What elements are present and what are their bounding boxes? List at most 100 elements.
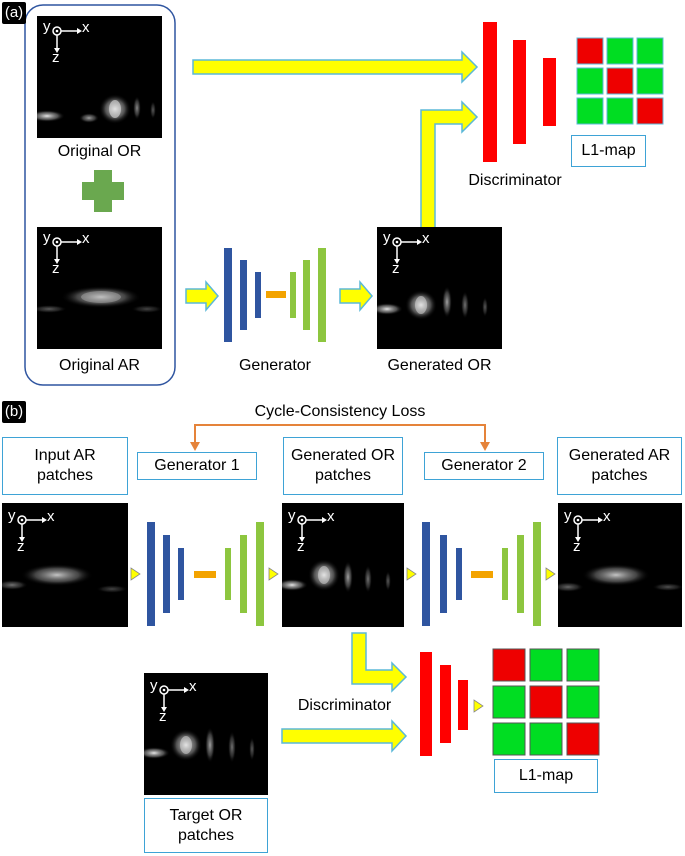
l1-map-cell-red xyxy=(492,648,526,682)
gen-a-layer-6 xyxy=(318,248,326,342)
l1-map-cell-green xyxy=(576,97,604,125)
l1-map-cell-red xyxy=(529,685,563,719)
image-original-or: y x z xyxy=(37,16,162,138)
gen2-layer-5 xyxy=(517,535,524,613)
l1-map-cell-green xyxy=(606,37,634,65)
arrow-gen2-to-generated-ar xyxy=(545,567,556,581)
image-original-ar: y x z xyxy=(37,227,162,349)
arrow-disc-to-l1map xyxy=(473,699,484,713)
l1-map-cell-green xyxy=(606,97,634,125)
axis-glyph xyxy=(52,26,82,53)
l1-map-cell-green xyxy=(529,648,563,682)
cycle-arrowhead-right xyxy=(480,442,490,451)
l1-map-a-grid xyxy=(576,37,664,125)
axis-glyph xyxy=(159,685,189,712)
label-cycle-consistency-loss: Cycle-Consistency Loss xyxy=(254,403,426,420)
l1-map-cell-red xyxy=(576,37,604,65)
axis-glyph xyxy=(52,237,82,264)
gen2-layer-3 xyxy=(456,548,462,600)
axis-z-label: z xyxy=(573,538,581,555)
image-original-ar-texture xyxy=(37,286,162,313)
l1-map-cell-green xyxy=(576,67,604,95)
l1-map-cell-green xyxy=(566,648,600,682)
disc-a-layer-3 xyxy=(543,58,556,126)
arrow-ar-to-generator xyxy=(185,279,219,313)
gen1-layer-6 xyxy=(256,522,264,626)
axis-y-label: y xyxy=(150,677,158,694)
axis-x-label: x xyxy=(47,508,55,525)
arrow-gen1-to-generated-or xyxy=(268,567,279,581)
image-generated-or-patch-texture xyxy=(282,559,391,593)
image-generated-ar-patch: y x z xyxy=(558,503,682,627)
input-ar-line1: Input AR xyxy=(34,447,96,464)
l1-map-cell-green xyxy=(492,685,526,719)
label-discriminator-a: Discriminator xyxy=(468,172,562,189)
axis-z-label: z xyxy=(392,260,400,277)
input-pair-frame xyxy=(24,4,176,386)
target-or-line1: Target OR xyxy=(169,806,243,824)
arrow-target-or-to-discriminator xyxy=(281,719,408,753)
axis-x-label: x xyxy=(189,678,197,695)
axis-z-label: z xyxy=(52,49,60,66)
generator-2-network xyxy=(422,522,541,626)
disc-b-layer-3 xyxy=(458,680,468,730)
image-target-or-texture xyxy=(144,727,255,763)
axis-glyph xyxy=(392,237,422,264)
gen2-layer-2 xyxy=(440,535,447,613)
axis-x-label: x xyxy=(603,508,611,525)
gen2-layer-6 xyxy=(533,522,541,626)
l1-map-cell-green xyxy=(529,722,563,756)
axis-y-label: y xyxy=(288,507,296,524)
axis-glyph xyxy=(17,515,47,542)
label-l1-map-b: L1-map xyxy=(494,759,598,793)
box-target-or-patches: Target OR patches xyxy=(144,798,268,853)
gen-a-layer-4 xyxy=(290,272,296,318)
axis-z-label: z xyxy=(297,538,305,555)
axis-z-label: z xyxy=(159,708,167,725)
discriminator-a-network xyxy=(483,22,556,162)
generated-or-line1: Generated OR xyxy=(290,447,396,464)
arrow-generator-to-generated xyxy=(339,279,373,313)
image-generated-or-texture xyxy=(377,286,488,320)
image-generated-or: y x z xyxy=(377,227,502,349)
image-generated-or-patch: y x z xyxy=(282,503,404,627)
disc-b-layer-1 xyxy=(420,652,432,756)
disc-a-layer-2 xyxy=(513,40,526,144)
label-discriminator-b: Discriminator xyxy=(297,697,392,714)
arrow-generated-or-to-gen2 xyxy=(406,567,417,581)
axis-y-label: y xyxy=(564,507,572,524)
image-input-ar-texture xyxy=(2,564,128,593)
gen2-layer-1 xyxy=(422,522,430,626)
axis-y-label: y xyxy=(43,18,51,35)
box-generated-ar-patches: Generated AR patches xyxy=(557,437,682,495)
gen2-layer-4 xyxy=(502,548,508,600)
gen-a-layer-1 xyxy=(224,248,232,342)
axis-y-label: y xyxy=(43,229,51,246)
generator-1-network xyxy=(147,522,264,626)
label-generator: Generator xyxy=(238,357,312,374)
axis-glyph xyxy=(573,515,603,542)
generator-a-network xyxy=(224,248,326,342)
box-input-ar-patches: Input AR patches xyxy=(2,437,128,495)
l1-map-cell-green xyxy=(566,685,600,719)
axis-x-label: x xyxy=(422,230,430,247)
l1-map-cell-red xyxy=(636,97,664,125)
generated-ar-line1: Generated AR xyxy=(568,447,671,464)
gen-a-layer-5 xyxy=(303,260,310,330)
arrow-input-to-gen1 xyxy=(130,567,141,581)
gen2-bottleneck xyxy=(471,571,493,578)
axis-x-label: x xyxy=(82,230,90,247)
gen1-layer-2 xyxy=(163,535,170,613)
generated-ar-line2: patches xyxy=(591,467,648,484)
image-input-ar-patch: y x z xyxy=(2,503,128,627)
gen1-layer-4 xyxy=(225,548,231,600)
label-original-or: Original OR xyxy=(57,143,142,160)
disc-b-layer-2 xyxy=(440,665,451,743)
l1-map-cell-green xyxy=(636,37,664,65)
l1-map-b-grid xyxy=(492,648,600,756)
box-generator-2: Generator 2 xyxy=(424,452,544,480)
image-generated-ar-texture xyxy=(558,564,682,592)
input-ar-line2: patches xyxy=(36,467,94,484)
